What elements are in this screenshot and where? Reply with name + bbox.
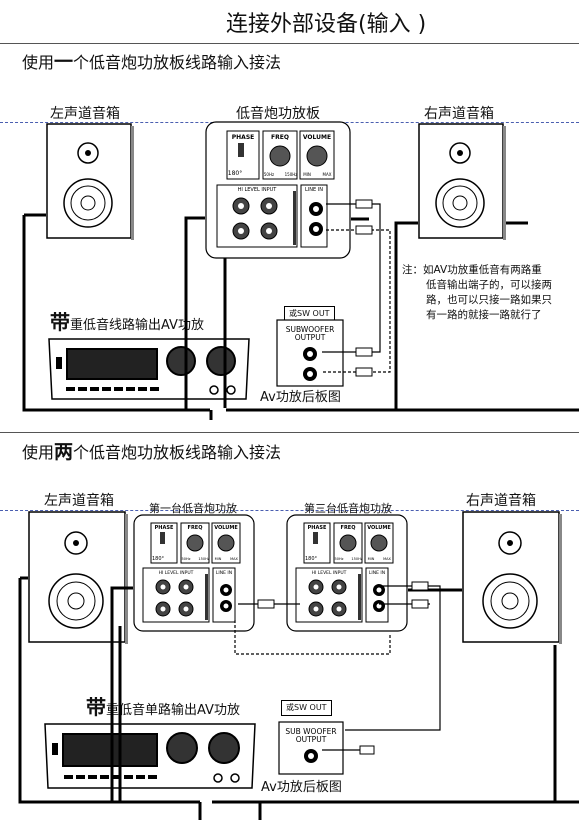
freq-max: 150Hz (351, 557, 362, 561)
note-line: 有一路的就接一路就行了 (426, 309, 542, 321)
vol-min: MIN (303, 172, 311, 177)
sub-output-line2: OUTPUT (295, 333, 326, 342)
right-speaker-label: 右声道音箱 (424, 106, 494, 122)
freq-label: FREQ (341, 525, 356, 531)
section2-heading: 使用两个低音炮功放板线路输入接法 (22, 443, 281, 462)
vol-max: MAX (383, 557, 391, 561)
freq-max: 150Hz (285, 172, 298, 177)
left-speaker-2 (28, 511, 128, 644)
right-speaker-2 (462, 511, 562, 644)
volume-label: VOLUME (303, 134, 331, 141)
right-speaker-label-2: 右声道音箱 (466, 493, 536, 509)
amp2-title: 带重低音单路输出AV功放 (86, 697, 240, 717)
subwoofer-output-panel-2: SUB WOOFER OUTPUT (278, 721, 344, 775)
section2-heading-bold: 两 (54, 441, 74, 463)
amp1-title: 带重低音线路输出AV功放 (50, 312, 204, 332)
line-in-label: LINE IN (216, 570, 232, 576)
subwoofer-board-1: PHASE 180° FREQ 50Hz 150Hz VOLUME MIN MA… (133, 514, 255, 632)
hi-level-label: HI LEVEL INPUT (238, 187, 278, 193)
left-speaker-label-2: 左声道音箱 (44, 493, 114, 509)
phase-value: 180° (305, 556, 318, 562)
section2-dashed-line (0, 510, 579, 511)
section2-heading-post: 个低音炮功放板线路输入接法 (73, 443, 282, 462)
rear-panel-label-2: Av功放后板图 (261, 780, 342, 795)
section1-heading-bold: 一 (54, 51, 74, 73)
freq-min: 50Hz (182, 557, 191, 561)
sub-output-line1: SUBWOOFER (286, 325, 335, 334)
note-line: 路，也可以只接一路如果只 (426, 294, 552, 306)
subwoofer-board-2: PHASE 180° FREQ 50Hz 150Hz VOLUME MIN MA… (286, 514, 408, 632)
freq-label: FREQ (271, 134, 289, 141)
sw-out-label-2: 或SW OUT (281, 700, 332, 716)
subwoofer-output-panel: SUBWOOFER OUTPUT (276, 319, 344, 387)
phase-label: PHASE (155, 525, 174, 531)
vol-max: MAX (323, 172, 332, 177)
freq-min: 50Hz (335, 557, 344, 561)
amp2-title-bold: 带 (86, 695, 106, 719)
freq-max: 150Hz (198, 557, 209, 561)
vol-max: MAX (230, 557, 238, 561)
vol-min: MIN (368, 557, 375, 561)
freq-min: 50Hz (264, 172, 274, 177)
phase-label: PHASE (232, 134, 254, 141)
line-in-label: LINE IN (305, 187, 323, 193)
note-line: 注：如AV功放重低音有两路重 (402, 264, 542, 276)
page-title: 连接外部设备(输入 ) (226, 12, 427, 37)
note: 注：如AV功放重低音有两路重 低音输出端子的，可以接两 路，也可以只接一路如果只… (402, 263, 552, 323)
phase-value: 180° (228, 170, 242, 177)
board-title: 低音炮功放板 (236, 106, 320, 122)
board1-title: 第一台低音炮功放 (149, 502, 237, 515)
left-speaker-label: 左声道音箱 (50, 106, 120, 122)
hi-level-label: HI LEVEL INPUT (159, 570, 194, 576)
board2-title: 第三台低音炮功放 (304, 502, 392, 515)
section-divider (0, 432, 579, 433)
sub-output-line2: OUTPUT (296, 735, 327, 744)
section2-heading-pre: 使用 (22, 443, 55, 462)
hi-level-label: HI LEVEL INPUT (312, 570, 347, 576)
section1-wiring (22, 199, 579, 420)
section1-heading: 使用一个低音炮功放板线路输入接法 (22, 53, 281, 72)
amp2-title-rest: 重低音单路输出AV功放 (106, 703, 240, 718)
rear-panel-label: Av功放后板图 (260, 390, 341, 405)
volume-label: VOLUME (367, 525, 391, 531)
subwoofer-board: PHASE 180° FREQ 50Hz 150Hz VOLUME MIN MA… (205, 121, 351, 259)
vol-min: MIN (215, 557, 222, 561)
sub-output-line1: SUB WOOFER (285, 727, 336, 736)
section1-heading-post: 个低音炮功放板线路输入接法 (73, 53, 282, 72)
av-amplifier (48, 338, 250, 400)
av-amplifier-2 (44, 723, 256, 789)
line-in-label: LINE IN (369, 570, 385, 576)
section1-heading-pre: 使用 (22, 53, 55, 72)
left-speaker (46, 123, 134, 240)
amp1-title-rest: 重低音线路输出AV功放 (70, 318, 204, 333)
phase-value: 180° (152, 556, 165, 562)
right-speaker (418, 123, 506, 240)
phase-label: PHASE (308, 525, 327, 531)
section2-wiring (18, 576, 579, 820)
amp1-title-bold: 带 (50, 310, 70, 334)
title-underline (0, 43, 579, 44)
freq-label: FREQ (188, 525, 203, 531)
note-line: 低音输出端子的，可以接两 (426, 279, 552, 291)
volume-label: VOLUME (214, 525, 238, 531)
